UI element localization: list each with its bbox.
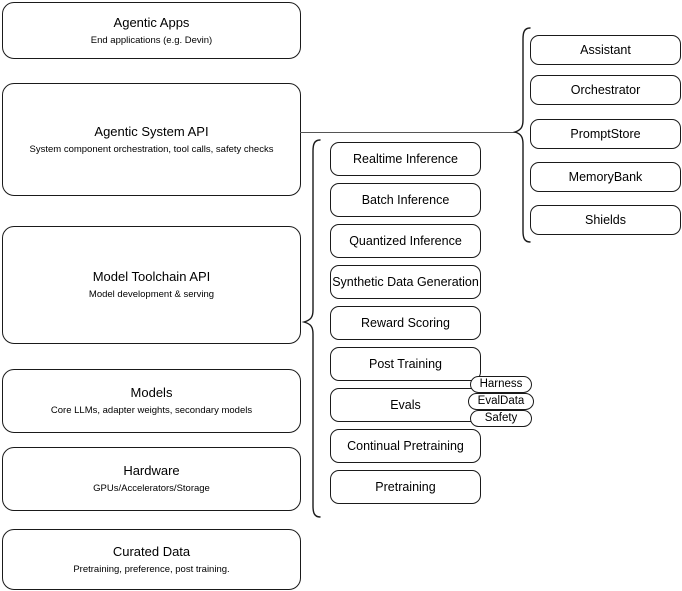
toolchain-item-post-training[interactable]: Post Training [330, 347, 481, 381]
agentic-component-promptstore[interactable]: PromptStore [530, 119, 681, 149]
agentic-component-label: Assistant [580, 43, 631, 57]
layer-box-agentic-system-api[interactable]: Agentic System API System component orch… [2, 83, 301, 196]
layer-title: Models [130, 385, 173, 400]
agentic-component-label: MemoryBank [568, 170, 643, 184]
toolchain-item-quantized-inference[interactable]: Quantized Inference [330, 224, 481, 258]
agentic-component-label: Shields [585, 213, 626, 227]
layer-title: Hardware [123, 463, 180, 478]
layer-title: Agentic Apps [113, 14, 190, 30]
layer-subtitle: GPUs/Accelerators/Storage [93, 483, 210, 494]
layer-subtitle: System component orchestration, tool cal… [29, 143, 274, 155]
toolchain-item-label: Batch Inference [361, 193, 450, 207]
layer-subtitle: Pretraining, preference, post training. [73, 563, 230, 575]
toolchain-item-label: Quantized Inference [349, 234, 462, 248]
toolchain-item-evals[interactable]: Evals [330, 388, 481, 422]
toolchain-item-label: Realtime Inference [353, 152, 458, 166]
agentic-component-label: PromptStore [570, 127, 641, 141]
agentic-component-label: Orchestrator [570, 83, 641, 97]
layer-subtitle: End applications (e.g. Devin) [90, 34, 213, 46]
layer-box-curated-data[interactable]: Curated Data Pretraining, preference, po… [2, 529, 301, 590]
toolchain-item-label: Synthetic Data Generation [332, 275, 479, 289]
layer-title: Curated Data [112, 543, 191, 559]
layer-box-agentic-apps[interactable]: Agentic Apps End applications (e.g. Devi… [2, 2, 301, 59]
toolchain-item-label: Continual Pretraining [347, 439, 464, 453]
layer-box-models[interactable]: Models Core LLMs, adapter weights, secon… [2, 369, 301, 433]
toolchain-item-pretraining[interactable]: Pretraining [330, 470, 481, 504]
eval-badge-safety[interactable]: Safety [470, 410, 532, 427]
agentic-component-shields[interactable]: Shields [530, 205, 681, 235]
layer-box-hardware[interactable]: Hardware GPUs/Accelerators/Storage [2, 447, 301, 511]
toolchain-item-continual-pretraining[interactable]: Continual Pretraining [330, 429, 481, 463]
agentic-brace [512, 26, 534, 246]
toolchain-brace [301, 138, 322, 520]
toolchain-item-reward-scoring[interactable]: Reward Scoring [330, 306, 481, 340]
agentic-component-memorybank[interactable]: MemoryBank [530, 162, 681, 192]
layer-subtitle: Core LLMs, adapter weights, secondary mo… [50, 405, 253, 416]
agentic-component-assistant[interactable]: Assistant [530, 35, 681, 65]
toolchain-item-label: Post Training [369, 357, 442, 371]
layer-title: Model Toolchain API [92, 269, 211, 284]
toolchain-item-label: Pretraining [375, 480, 436, 494]
layer-title: Agentic System API [94, 123, 209, 139]
toolchain-item-realtime-inference[interactable]: Realtime Inference [330, 142, 481, 176]
eval-badge-harness[interactable]: Harness [470, 376, 532, 393]
eval-badge-evaldata[interactable]: EvalData [468, 393, 534, 410]
toolchain-item-synthetic-data-generation[interactable]: Synthetic Data Generation [330, 265, 481, 299]
layer-subtitle: Model development & serving [88, 289, 215, 300]
toolchain-item-label: Evals [390, 398, 421, 412]
agentic-component-orchestrator[interactable]: Orchestrator [530, 75, 681, 105]
toolchain-item-batch-inference[interactable]: Batch Inference [330, 183, 481, 217]
toolchain-item-label: Reward Scoring [361, 316, 450, 330]
agentic-system-connector-line [300, 132, 516, 134]
layer-box-model-toolchain-api[interactable]: Model Toolchain API Model development & … [2, 226, 301, 344]
